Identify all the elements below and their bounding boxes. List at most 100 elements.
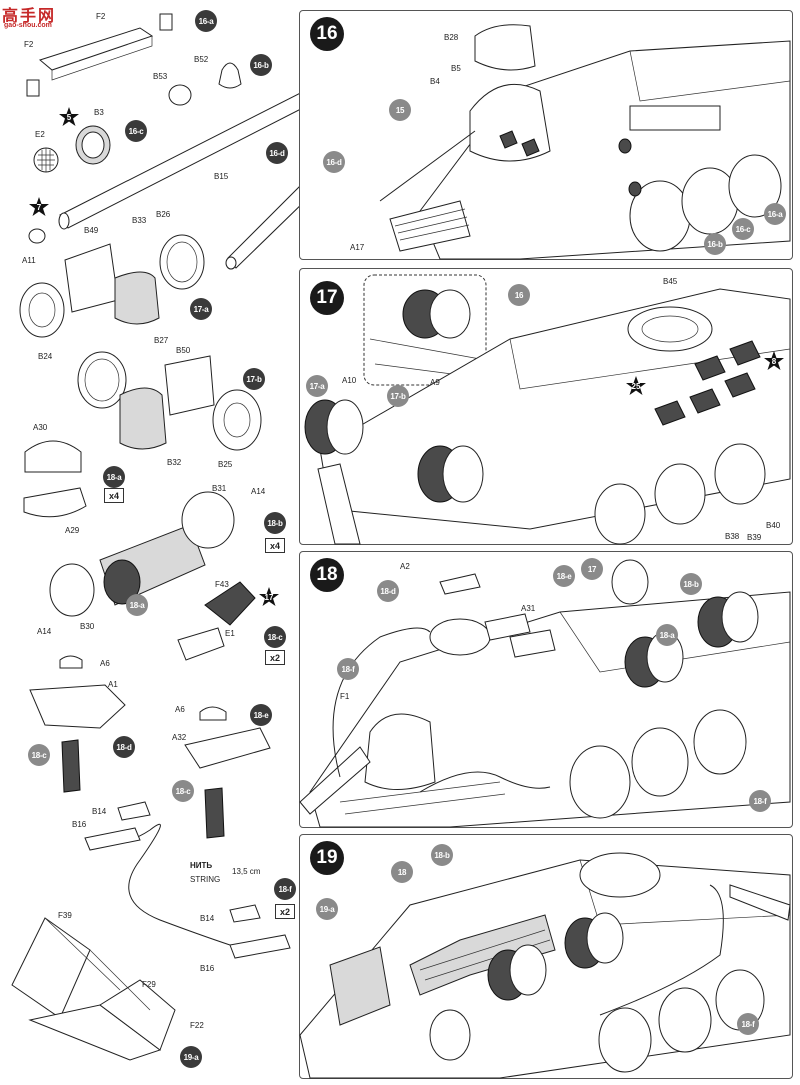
label-e1: E1 (225, 629, 235, 638)
label-b50: B50 (176, 346, 191, 355)
watermark-logo: 高手网 gao-shou.com (2, 2, 80, 34)
label-b30: B30 (80, 622, 95, 631)
step-16-badge-16a: 16-a (764, 203, 786, 225)
label-e2: E2 (35, 130, 45, 139)
f39-panel-drawing (11, 917, 91, 1019)
label-b32: B32 (167, 458, 182, 467)
label-a32: A32 (172, 733, 187, 742)
step-17-label-b39: B39 (747, 533, 762, 542)
star-7-label: 7 (36, 202, 42, 212)
label-a14-bottom: A14 (37, 627, 52, 636)
step-16-badge-16b: 16-b (704, 233, 726, 255)
step-18-number: 18 (310, 558, 344, 592)
step-16-number: 16 (310, 17, 344, 51)
badge-16c: 16-c (125, 120, 147, 142)
star-5-label: 5 (66, 112, 72, 122)
step-19-badge-18f: 18-f (737, 1013, 759, 1035)
badge-18c-ref2: 18-c (172, 780, 194, 802)
badge-18a-ref: 18-a (126, 594, 148, 616)
step-18-badge-18a: 18-a (656, 624, 678, 646)
step-19-badge-19a: 19-a (316, 898, 338, 920)
step-18-badge-18b: 18-b (680, 573, 702, 595)
b27-ring-drawing (77, 351, 127, 409)
step-16-badge-16c: 16-c (732, 218, 754, 240)
label-f43: F43 (215, 580, 229, 589)
step-17-star-25-icon: 25 (625, 375, 647, 397)
label-b49: B49 (84, 226, 99, 235)
step-17-label-a10: A10 (342, 376, 357, 385)
step-17-star-8-icon: 8 (763, 350, 785, 372)
step-16-label-b4: B4 (430, 77, 440, 86)
b30-cap-drawing (49, 563, 95, 617)
label-b24: B24 (38, 352, 53, 361)
multiplier-18a: x4 (104, 488, 124, 503)
label-a6-left: A6 (100, 659, 110, 668)
badge-19a: 19-a (180, 1046, 202, 1068)
step-17-drawing (304, 274, 791, 545)
step-18-panel: 18 A2 A31 F1 18-d 18-e 17 18-b 18-a 18-f… (299, 551, 793, 828)
badge-16b: 16-b (250, 54, 272, 76)
step-17-panel: 17 A10 A9 B45 B38 B39 B40 16 17-a 17-b 8… (299, 268, 793, 545)
multiplier-18c: x2 (265, 650, 285, 665)
badge-16a: 16-a (195, 10, 217, 32)
a29-tray-drawing (23, 487, 87, 518)
left-column-drawings (11, 13, 356, 1061)
badge-16d: 16-d (266, 142, 288, 164)
step-17-badge-17a: 17-a (306, 375, 328, 397)
badge-18c-ref1: 18-c (28, 744, 50, 766)
f2-rail-drawing (38, 27, 154, 71)
label-b14-top: B14 (92, 807, 107, 816)
step-18-badge-18d: 18-d (377, 580, 399, 602)
label-b52: B52 (194, 55, 209, 64)
step-18-badge-18e: 18-e (553, 565, 575, 587)
step-17-label-a9: A9 (430, 378, 440, 387)
label-b33: B33 (132, 216, 147, 225)
step-18-label-f1: F1 (340, 692, 350, 701)
label-b3: B3 (94, 108, 104, 117)
label-b16-top: B16 (72, 820, 87, 829)
string-label-ru: НИТЬ (190, 861, 213, 870)
a1-plate-drawing (29, 684, 126, 729)
label-f2-small: F2 (24, 40, 34, 49)
step-18-badge-17: 17 (581, 558, 603, 580)
label-a30: A30 (33, 423, 48, 432)
multiplier-18b: x4 (265, 538, 285, 553)
f43-clamp-drawing (204, 581, 256, 626)
step-19-drawing (299, 852, 791, 1079)
label-b25: B25 (218, 460, 233, 469)
step-19-number: 19 (310, 841, 344, 875)
b25-drum-drawing (212, 389, 262, 451)
step-16-label-b5: B5 (451, 64, 461, 73)
badge-17a: 17-a (190, 298, 212, 320)
b33-drum-drawing (114, 271, 160, 325)
step-17-star-25-label: 25 (631, 381, 641, 391)
step-18-badge-18f-left: 18-f (337, 658, 359, 680)
star-5-icon: 5 (58, 106, 80, 128)
label-f29: F29 (142, 980, 156, 989)
label-f2-top: F2 (96, 12, 106, 21)
b24-drum-drawing (19, 282, 65, 338)
string-length: 13,5 cm (232, 867, 261, 876)
step-16-label-b28: B28 (444, 33, 459, 42)
star-17-label: 17 (264, 592, 274, 602)
multiplier-18f: x2 (275, 904, 295, 919)
label-b15: B15 (214, 172, 229, 181)
step-16-badge-15: 15 (389, 99, 411, 121)
star-7-icon: 7 (28, 196, 50, 218)
label-a6-right: A6 (175, 705, 185, 714)
watermark-sub-text: gao-shou.com (4, 22, 52, 29)
star-17-icon: 17 (258, 586, 280, 608)
step-17-badge-17b: 17-b (387, 385, 409, 407)
label-b16-bottom: B16 (200, 964, 215, 973)
step-19-badge-18b: 18-b (431, 844, 453, 866)
label-a29: A29 (65, 526, 80, 535)
step-17-label-b40: B40 (766, 521, 781, 530)
step-16-drawing (379, 24, 791, 260)
label-b53: B53 (153, 72, 168, 81)
label-b31: B31 (212, 484, 227, 493)
step-18-label-a2: A2 (400, 562, 410, 571)
label-a1: A1 (108, 680, 118, 689)
step-16-label-a17: A17 (350, 243, 365, 252)
label-b27: B27 (154, 336, 169, 345)
badge-18b: 18-b (264, 512, 286, 534)
